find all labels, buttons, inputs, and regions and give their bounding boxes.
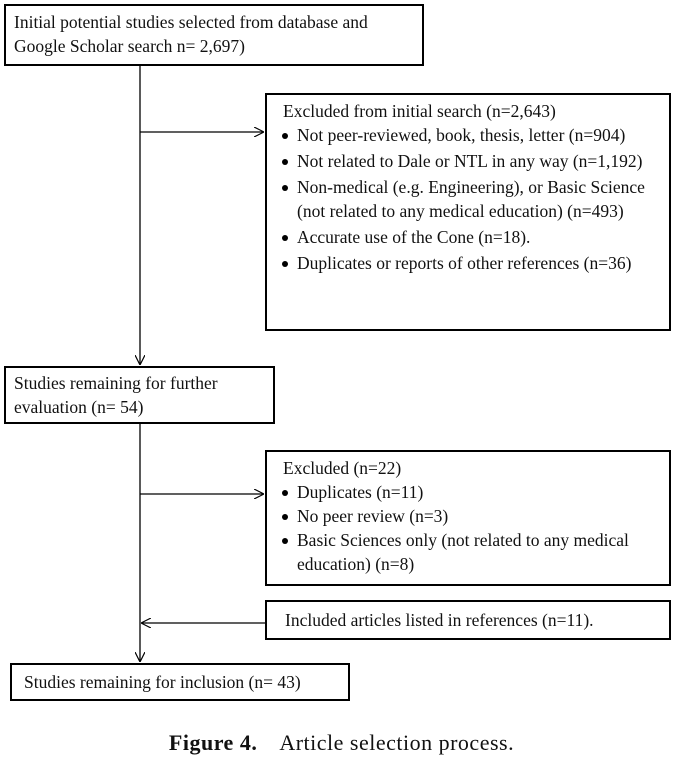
- excluded-second-box: Excluded (n=22) Duplicates (n=11) No pee…: [265, 450, 671, 586]
- excluded-initial-search-box: Excluded from initial search (n=2,643) N…: [265, 93, 671, 331]
- figure-caption: Figure 4. Article selection process.: [0, 730, 683, 756]
- list-item: No peer review (n=3): [279, 504, 657, 528]
- list-item: Not related to Dale or NTL in any way (n…: [279, 149, 657, 173]
- figure-caption-text: Article selection process.: [279, 730, 515, 755]
- list-item: Basic Sciences only (not related to any …: [279, 528, 657, 576]
- excluded-initial-list: Not peer-reviewed, book, thesis, letter …: [279, 123, 657, 275]
- included-references-box: Included articles listed in references (…: [265, 600, 671, 640]
- initial-studies-text: Initial potential studies selected from …: [14, 12, 368, 56]
- excluded-second-heading: Excluded (n=22): [283, 458, 402, 478]
- list-item: Non-medical (e.g. Engineering), or Basic…: [279, 175, 657, 223]
- initial-studies-box: Initial potential studies selected from …: [4, 4, 424, 66]
- list-item: Not peer-reviewed, book, thesis, letter …: [279, 123, 657, 147]
- remaining-inclusion-box: Studies remaining for inclusion (n= 43): [10, 663, 350, 701]
- list-item: Duplicates or reports of other reference…: [279, 251, 657, 275]
- remaining-inclusion-text: Studies remaining for inclusion (n= 43): [24, 672, 301, 692]
- included-references-text: Included articles listed in references (…: [285, 610, 594, 630]
- list-item: Duplicates (n=11): [279, 480, 657, 504]
- remaining-further-text: Studies remaining for further evaluation…: [14, 373, 218, 417]
- figure-label: Figure 4.: [168, 730, 258, 755]
- list-item: Accurate use of the Cone (n=18).: [279, 225, 657, 249]
- excluded-initial-heading: Excluded from initial search (n=2,643): [283, 101, 556, 121]
- remaining-further-evaluation-box: Studies remaining for further evaluation…: [4, 366, 275, 424]
- excluded-second-list: Duplicates (n=11) No peer review (n=3) B…: [279, 480, 657, 576]
